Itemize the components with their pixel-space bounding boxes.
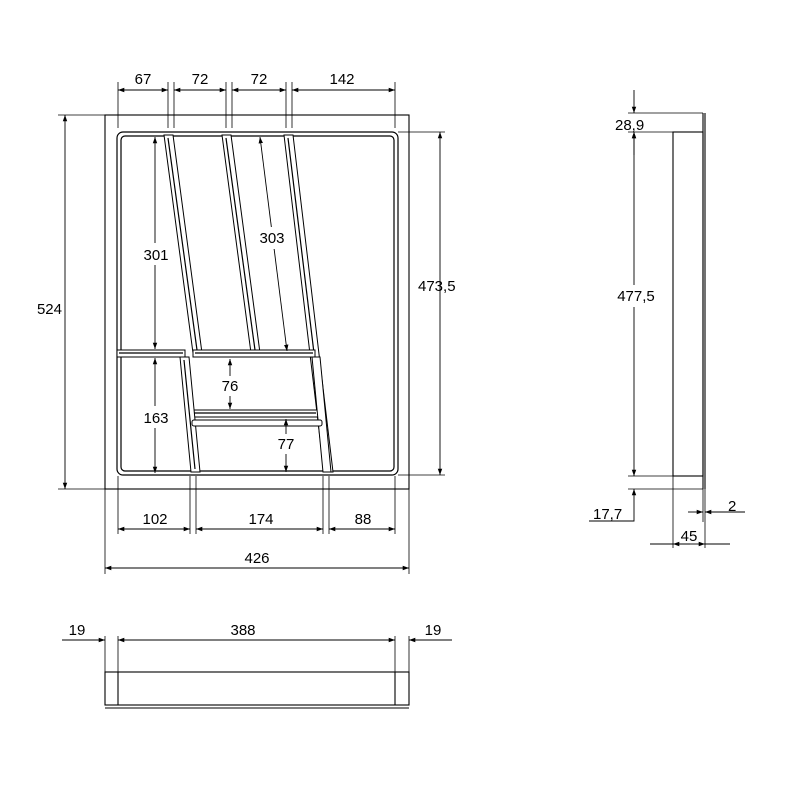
dim-163: 163	[143, 410, 168, 427]
side-view: 28,9 477,5 17,7 2	[589, 90, 745, 548]
dim-524: 524	[37, 301, 62, 318]
top-dimensions: 67 72 72 142	[117, 71, 396, 128]
dim-side-top-offset: 28,9	[615, 90, 703, 155]
divider-bottom	[191, 419, 323, 427]
front-view: 19 388 19	[62, 622, 452, 709]
dim-303: 303	[259, 230, 284, 247]
dim-side-wall: 2	[688, 489, 745, 548]
dim-side-inner-height: 477,5	[610, 132, 673, 477]
dim-compartment-77: 77	[272, 419, 300, 472]
dim-301: 301	[143, 247, 168, 264]
tray-inner-rim	[120, 135, 395, 472]
bottom-dimensions: 102 174 88	[117, 476, 396, 534]
front-profile	[104, 671, 410, 706]
dim-compartment-76: 76	[216, 359, 244, 409]
divider-horizontal-middle	[187, 409, 319, 418]
dim-88: 88	[355, 511, 372, 528]
dim-477-5: 477,5	[617, 288, 655, 305]
dim-top-142: 142	[329, 71, 354, 88]
dim-388: 388	[230, 622, 255, 639]
dim-174: 174	[248, 511, 273, 528]
dim-compartment-163: 163	[138, 358, 174, 473]
dim-45: 45	[681, 528, 698, 545]
dim-76: 76	[222, 378, 239, 395]
dim-overall-height: 524	[37, 114, 105, 490]
dim-side-depth: 45	[650, 476, 730, 548]
divider-lower-left	[179, 356, 201, 473]
tray-inner-outline	[116, 131, 399, 476]
tray-outer-frame	[104, 114, 410, 490]
dim-19-right: 19	[425, 622, 442, 639]
top-view: 67 72 72 142 524 473,5 301	[37, 71, 456, 574]
dim-overall-width: 426	[104, 489, 410, 574]
front-dimensions: 19 388 19	[62, 622, 452, 672]
dim-compartment-301: 301	[138, 137, 174, 349]
dim-426: 426	[244, 550, 269, 567]
dim-77: 77	[278, 436, 295, 453]
dim-17-7: 17,7	[593, 506, 622, 523]
dim-19-left: 19	[69, 622, 86, 639]
dim-top-72b: 72	[251, 71, 268, 88]
dim-102: 102	[142, 511, 167, 528]
dim-473-5: 473,5	[418, 278, 456, 295]
dim-2: 2	[728, 498, 736, 515]
dim-28-9: 28,9	[615, 117, 644, 134]
divider-horizontal-top	[192, 349, 316, 358]
dim-top-67: 67	[135, 71, 152, 88]
dim-compartment-303: 303	[254, 136, 290, 352]
side-profile-body	[672, 131, 704, 477]
dim-inner-height: 473,5	[398, 131, 456, 476]
divider-horizontal-left	[116, 349, 186, 358]
dim-top-72a: 72	[192, 71, 209, 88]
divider-lower-right	[311, 356, 332, 473]
dim-side-bottom-offset: 17,7	[589, 488, 703, 523]
